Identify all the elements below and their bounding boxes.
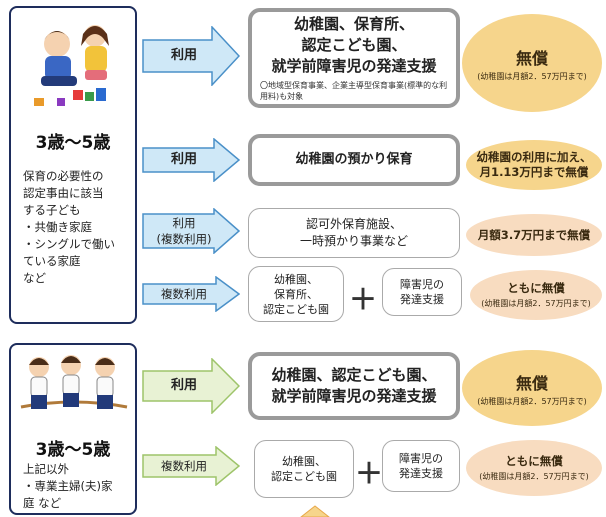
result-text: ともに無償 bbox=[507, 281, 565, 295]
arrow-label: 利用 (複数利用) bbox=[156, 216, 212, 246]
result-note: (幼稚園は月額2．57万円まで) bbox=[477, 71, 587, 81]
arrow-label: 複数利用 bbox=[161, 287, 207, 301]
result-text: ともに無償 bbox=[505, 454, 563, 468]
category-box-other-families: 3歳～5歳 上記以外 ・専業主婦(夫)家 庭 など bbox=[9, 343, 137, 515]
result-text: 無償 bbox=[515, 373, 548, 393]
service-box-extended-care: 幼稚園の預かり保育 bbox=[248, 134, 460, 186]
service-box-unlicensed-care: 認可外保育施設、 一時預かり事業など bbox=[248, 208, 460, 258]
eligibility-description: 保育の必要性の 認定事由に該当 する子ども ・共働き家庭 ・シングルで働い てい… bbox=[23, 169, 115, 285]
use-arrow: 利用 bbox=[142, 358, 240, 414]
service-box-kindergarten-nursery: 幼稚園、保育所、 認定こども園、 就学前障害児の発達支援 〇地域型保育事業、企業… bbox=[248, 8, 460, 108]
service-name: 幼稚園の預かり保育 bbox=[295, 152, 413, 167]
result-badge-limit: 月額3.7万円まで無償 bbox=[466, 214, 602, 256]
service-box-disability-support: 障害児の 発達支援 bbox=[382, 268, 462, 316]
service-name: 障害児の 発達支援 bbox=[400, 278, 444, 306]
age-range-label: 3歳～5歳 bbox=[35, 440, 111, 460]
service-name: 障害児の 発達支援 bbox=[399, 452, 443, 480]
age-range-label: 3歳～5歳 bbox=[35, 133, 111, 153]
service-box-disability-support: 障害児の 発達支援 bbox=[382, 440, 460, 492]
service-name: 幼稚園、 認定こども園 bbox=[271, 455, 337, 483]
service-name: 認可外保育施設、 一時預かり事業など bbox=[299, 217, 408, 248]
eligibility-description: 上記以外 ・専業主婦(夫)家 庭 など bbox=[23, 462, 113, 510]
result-badge-free: 無償 (幼稚園は月額2．57万円まで) bbox=[462, 350, 602, 426]
result-badge-free-both: ともに無償 (幼稚園は月額2．57万円まで) bbox=[466, 440, 602, 496]
use-arrow: 利用 bbox=[142, 138, 240, 182]
result-badge-free: 無償 (幼稚園は月額2．57万円まで) bbox=[462, 14, 602, 112]
plus-sign: ＋ bbox=[348, 283, 377, 316]
children-tug-of-war-illustration bbox=[20, 355, 128, 409]
service-box-kindergarten: 幼稚園、認定こども園、 就学前障害児の発達支援 bbox=[248, 352, 460, 420]
arrow-label: 複数利用 bbox=[161, 459, 207, 473]
service-name: 幼稚園、保育所、 認定こども園、 就学前障害児の発達支援 bbox=[271, 15, 437, 75]
plus-sign: ＋ bbox=[354, 457, 383, 490]
service-note: 〇地域型保育事業、企業主導型保育事業(標準的な利用料)も対象 bbox=[260, 81, 448, 101]
service-box-facilities: 幼稚園、 認定こども園 bbox=[254, 440, 354, 498]
service-name: 幼稚園、認定こども園、 就学前障害児の発達支援 bbox=[271, 366, 437, 405]
result-badge-free-both: ともに無償 (幼稚園は月額2．57万円まで) bbox=[470, 270, 602, 320]
children-playing-blocks-illustration bbox=[34, 25, 109, 106]
result-note: (幼稚園は月額2．57万円まで) bbox=[479, 472, 589, 481]
result-text: 月額3.7万円まで無償 bbox=[477, 227, 591, 242]
arrow-label: 利用 bbox=[170, 48, 197, 63]
use-arrow: 利用 bbox=[142, 26, 240, 86]
result-note: (幼稚園は月額2．57万円まで) bbox=[481, 299, 591, 308]
result-text: 無償 bbox=[515, 48, 548, 68]
multiple-use-arrow: 複数利用 bbox=[142, 276, 240, 312]
category-box-working-families: 3歳～5歳 保育の必要性の 認定事由に該当 する子ども ・共働き家庭 ・シングル… bbox=[9, 6, 137, 324]
continuation-marker-icon bbox=[300, 505, 330, 517]
use-multiple-arrow: 利用 (複数利用) bbox=[142, 208, 240, 254]
arrow-label: 利用 bbox=[170, 152, 197, 167]
service-box-facilities: 幼稚園、 保育所、 認定こども園 bbox=[248, 266, 344, 322]
arrow-label: 利用 bbox=[170, 378, 197, 393]
result-note: (幼稚園は月額2．57万円まで) bbox=[477, 396, 587, 406]
multiple-use-arrow: 複数利用 bbox=[142, 446, 240, 486]
result-text: 幼稚園の利用に加え、 月1.13万円まで無償 bbox=[476, 150, 592, 179]
result-badge-limit: 幼稚園の利用に加え、 月1.13万円まで無償 bbox=[466, 140, 602, 190]
service-name: 幼稚園、 保育所、 認定こども園 bbox=[263, 272, 329, 316]
